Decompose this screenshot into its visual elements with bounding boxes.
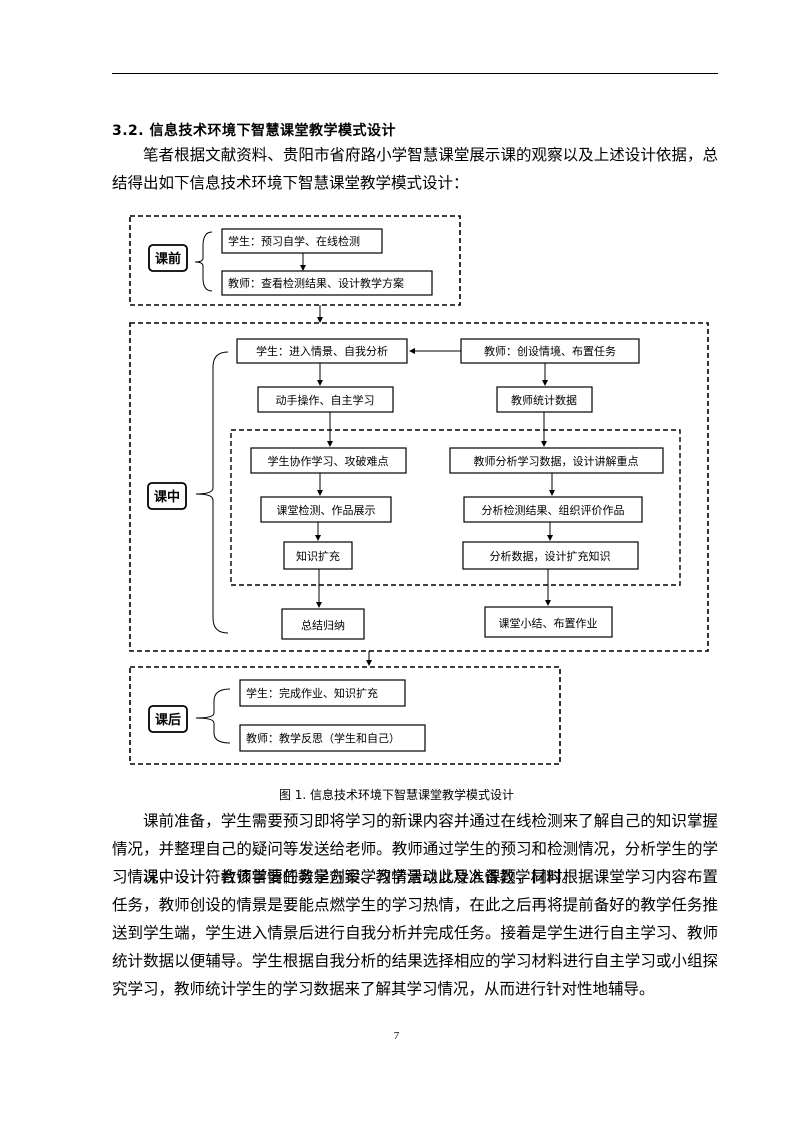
wrap-up-text: 课堂小结、布置作业: [499, 617, 598, 630]
class-test-box: [260, 496, 392, 523]
section-heading: 3.2. 信息技术环境下智慧课堂教学模式设计: [112, 123, 396, 139]
pre-student-box: [221, 228, 383, 254]
figure-caption: 图 1. 信息技术环境下智慧课堂教学模式设计: [278, 788, 515, 802]
in-class-brace: [195, 351, 229, 634]
inner-loop-frame: [230, 429, 681, 586]
body-paragraph-1: 课前准备，学生需要预习即将学习的新课内容并通过在线检测来了解自己的知识掌握情况，…: [112, 812, 718, 886]
post-student-text: 学生：完成作业、知识扩充: [246, 686, 378, 700]
analyze-results-box: [463, 496, 643, 523]
student-collab-box: [250, 447, 407, 474]
teacher-analyze-box: [449, 447, 664, 474]
body-paragraph-2: 课中设计，教师首要任务是创设学习情景以此导入课题，同时根据课堂学习内容布置任务，…: [112, 868, 718, 998]
design-ext-text: 分析数据，设计扩充知识: [490, 549, 611, 563]
post-teacher-box: [239, 724, 426, 752]
post-class-label: 课后: [155, 712, 181, 728]
student-collab-text: 学生协作学习、攻破难点: [268, 454, 389, 468]
post-class-brace: [195, 688, 231, 744]
teacher-create-text: 教师：创设情境、布置任务: [484, 344, 616, 358]
pre-class-frame: [129, 215, 461, 306]
intro-paragraph: 笔者根据文献资料、贵阳市省府路小学智慧课堂展示课的观察以及上述设计依据，总结得出…: [112, 146, 718, 192]
pre-teacher-text: 教师：查看检测结果、设计教学方案: [228, 276, 404, 290]
pre-student-text: 学生：预习自学、在线检测: [228, 234, 360, 248]
teacher-stats-box: [496, 386, 593, 413]
knowledge-ext-text: 知识扩充: [296, 549, 340, 563]
header-rule: [112, 73, 718, 74]
design-ext-box: [462, 541, 639, 570]
post-student-box: [239, 679, 406, 707]
pre-teacher-box: [221, 270, 433, 296]
pre-class-label: 课前: [155, 251, 181, 267]
teacher-analyze-text: 教师分析学习数据，设计讲解重点: [474, 454, 639, 468]
knowledge-ext-box: [283, 541, 353, 570]
summary-box: [281, 608, 365, 640]
in-class-frame: [129, 322, 709, 652]
page-number: 7: [393, 1030, 400, 1042]
class-test-text: 课堂检测、作品展示: [277, 503, 376, 517]
analyze-results-text: 分析检测结果、组织评价作品: [482, 503, 625, 517]
hands-on-box: [257, 386, 394, 413]
hands-on-text: 动手操作、自主学习: [276, 393, 375, 407]
in-class-label: 课中: [154, 489, 180, 505]
pre-class-brace: [194, 231, 213, 292]
student-enter-text: 学生：进入情景、自我分析: [256, 344, 388, 358]
teacher-stats-text: 教师统计数据: [511, 393, 577, 407]
summary-text: 总结归纳: [301, 618, 345, 632]
pre-class-label-box: [148, 244, 188, 272]
teacher-create-box: [460, 338, 640, 364]
student-enter-box: [236, 338, 408, 364]
post-class-label-box: [148, 705, 188, 733]
in-class-label-box: [147, 482, 187, 510]
post-teacher-text: 教师：教学反思（学生和自己）: [246, 731, 400, 745]
wrap-up-box: [484, 606, 613, 638]
